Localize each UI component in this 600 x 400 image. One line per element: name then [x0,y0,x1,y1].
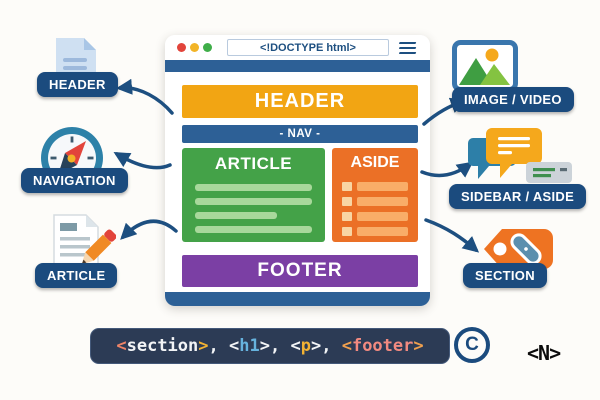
code-snippet-bar: <section>, <h1>, <p>, <footer> [90,328,450,364]
code-token: > [310,336,322,356]
code-token: < [116,336,127,356]
tag-icon [484,229,553,269]
code-token: p [300,336,311,356]
traffic-light-red-icon [177,43,186,52]
code-token: < [290,336,301,356]
picture-icon [452,40,518,92]
callout-navigation-badge: NAVIGATION [21,168,128,193]
window-bottom-strip [165,292,430,306]
callout-image-video-badge: IMAGE / VIDEO [452,87,574,112]
browser-titlebar: <!DOCTYPE html> [165,35,430,60]
mock-aside-label: ASIDE [350,154,400,171]
mock-aside-panel: ASIDE [332,148,418,242]
article-text-line [195,184,312,191]
mock-header-band: HEADER [182,85,418,118]
brand-mark: <N> [527,341,561,365]
mock-nav-band: - NAV - [182,125,418,143]
code-token: < [341,336,352,356]
code-token: > [198,336,209,356]
code-token: section [126,336,199,356]
mock-footer-band: FOOTER [182,255,418,287]
arrow-to-navigation [113,151,172,170]
code-token: > [259,336,270,356]
window-top-strip [165,60,430,72]
code-token: , [208,336,229,356]
document-pencil-icon [53,214,116,276]
traffic-light-green-icon [203,43,212,52]
article-text-line [195,212,277,219]
hamburger-menu-icon [398,42,419,54]
mock-article-panel: ARTICLE [182,148,325,242]
code-token: , [321,336,342,356]
callout-header-badge: HEADER [37,72,118,97]
arrow-to-section [424,218,480,253]
code-token: < [229,336,240,356]
traffic-light-yellow-icon [190,43,199,52]
callout-section-badge: SECTION [463,263,547,288]
article-text-line [195,198,312,205]
code-token: h1 [239,336,260,356]
code-token: footer [351,336,414,356]
mock-article-label: ARTICLE [214,154,293,173]
code-token: , [269,336,291,356]
chat-bubbles-icon [468,128,572,183]
code-token: > [413,336,424,356]
callout-article-badge: ARTICLE [35,263,118,288]
address-bar: <!DOCTYPE html> [227,39,389,56]
article-text-line [195,226,312,233]
browser-window: <!DOCTYPE html> HEADER - NAV - ARTICLE A… [165,35,430,306]
callout-sidebar-aside-badge: SIDEBAR / ASIDE [449,184,587,209]
copyright-icon: C [454,327,490,363]
